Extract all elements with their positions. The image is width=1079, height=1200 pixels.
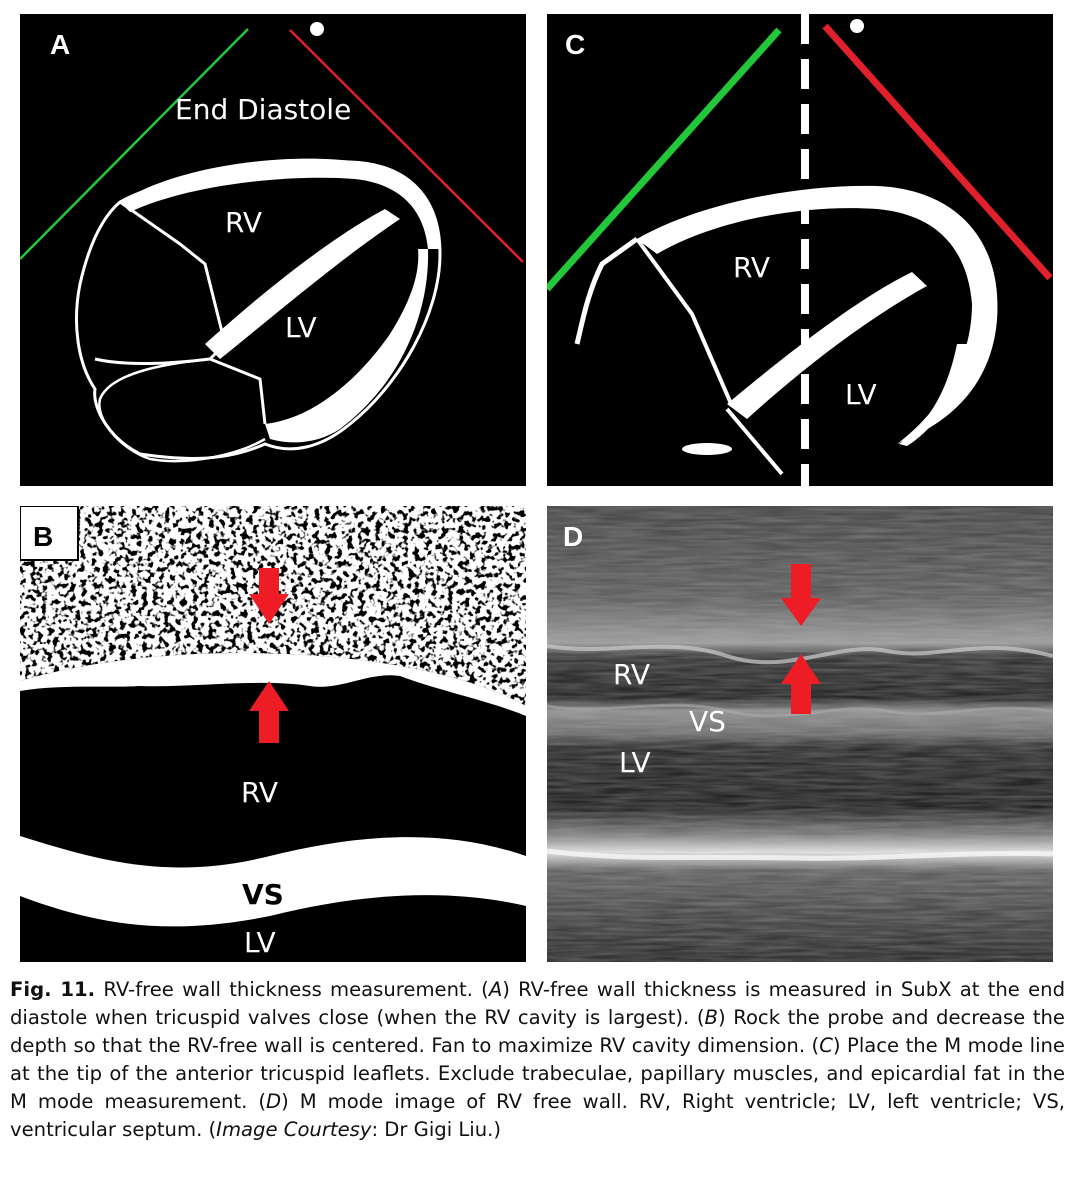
valve-structure (94, 200, 227, 366)
mitral-leaflet (682, 443, 732, 455)
rv-free-wall (20, 653, 526, 716)
rv-wall-trace (547, 644, 1053, 665)
down-arrow (781, 564, 821, 626)
valve-structure-lower (209, 357, 267, 425)
green-probe-line (20, 28, 249, 260)
green-probe-line (547, 27, 782, 292)
caption-letter-d: D (266, 1090, 282, 1113)
figure-label: Fig. 11. (10, 978, 96, 1001)
lv-label: LV (845, 378, 877, 411)
lv-label: LV (285, 311, 317, 344)
panel-b: B RV VS LV (20, 506, 526, 962)
lv-wall (899, 344, 967, 446)
valve-chord (725, 407, 784, 476)
tricuspid-leaflet (635, 237, 734, 407)
panel-b-image: B RV VS LV (20, 506, 526, 959)
panel-d: D RV VS LV (547, 506, 1053, 962)
panel-letter: A (50, 29, 70, 60)
panel-c: C RV LV (547, 14, 1053, 486)
rv-label: RV (613, 658, 650, 691)
posterior-wall-trace (547, 848, 1053, 861)
panel-letter: B (33, 521, 53, 552)
vs-label: VS (689, 705, 726, 738)
figure-caption: Fig. 11. RV-free wall thickness measurem… (10, 976, 1065, 1144)
phase-label: End Diastole (175, 93, 351, 126)
rv-label: RV (225, 206, 262, 239)
panel-a-schematic: A End Diastole RV LV (20, 22, 524, 463)
caption-letter-b: B (704, 1006, 718, 1029)
lv-label: LV (244, 926, 276, 959)
ventricular-septum (20, 836, 526, 927)
caption-text-d: ) M mode image of RV free wall. RV, Righ… (10, 1090, 1066, 1141)
caption-courtesy-text: : Dr Gigi Liu.) (371, 1118, 502, 1141)
caption-courtesy-italic: Image Courtesy (216, 1118, 372, 1141)
caption-title: RV-free wall thickness measurement. ( (95, 978, 489, 1001)
panel-letter-box (20, 506, 79, 561)
panel-letter: C (565, 29, 585, 60)
caption-text-b: ) Rock the probe and decrease the depth … (10, 1006, 1065, 1057)
ventricular-septum (727, 272, 927, 419)
red-probe-line (289, 29, 524, 263)
panel-letter: D (563, 521, 583, 552)
vs-label: VS (242, 878, 284, 911)
panel-d-mmode: D RV VS LV (547, 506, 1053, 962)
panel-c-schematic: C RV LV (547, 14, 1053, 486)
caption-letter-a: A (488, 978, 503, 1001)
caption-letter-c: C (819, 1034, 833, 1057)
probe-marker-dot (850, 19, 864, 33)
lv-wall (265, 249, 429, 443)
rv-label: RV (241, 776, 278, 809)
rv-free-wall (120, 158, 440, 249)
up-arrow (249, 681, 289, 743)
probe-marker-dot (310, 22, 324, 36)
caption-text-a: ) RV-free wall thickness is measured in … (10, 978, 1066, 1029)
lv-label: LV (619, 746, 651, 779)
ventricular-septum (205, 209, 400, 359)
caption-text-c: ) Place the M mode line at the tip of th… (10, 1034, 1065, 1113)
up-arrow (781, 654, 821, 714)
atrium-outline (98, 357, 266, 463)
rv-label: RV (733, 251, 770, 284)
down-arrow (249, 568, 289, 624)
panel-a: A End Diastole RV LV (20, 14, 526, 486)
atrial-wall (574, 236, 639, 345)
red-probe-line (822, 23, 1053, 281)
